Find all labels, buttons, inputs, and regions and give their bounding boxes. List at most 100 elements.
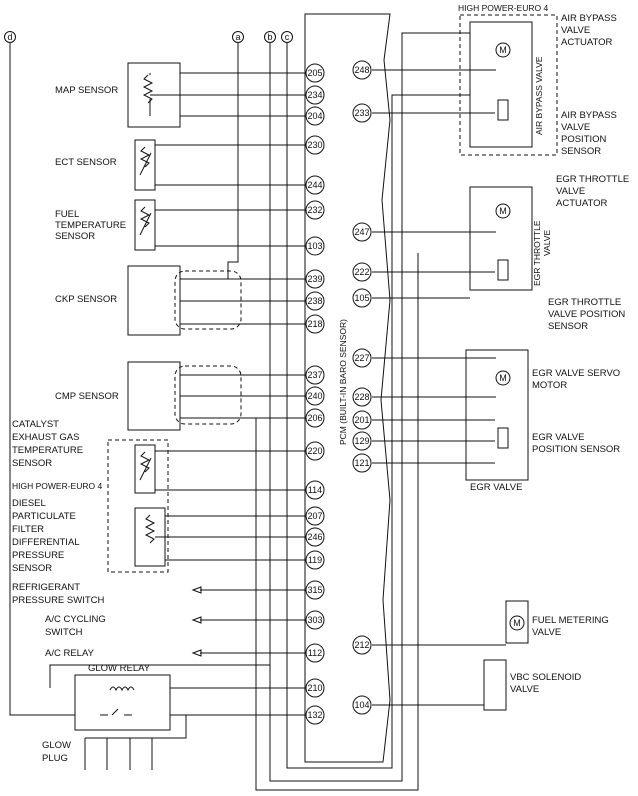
motor-symbol-3: M bbox=[499, 373, 507, 383]
bus-d-label: d bbox=[7, 32, 12, 42]
pcm-left-pin-label: 246 bbox=[307, 532, 322, 542]
pcm-right-pin-label: 233 bbox=[354, 108, 369, 118]
pcm-left-pin-circle bbox=[305, 643, 325, 663]
pcm-right-pin-label: 121 bbox=[354, 458, 369, 468]
high-power-left-label: HIGH POWER-EURO 4 bbox=[12, 481, 102, 491]
pcm-left-pin-label: 114 bbox=[308, 485, 322, 495]
bus-a-label: a bbox=[235, 32, 240, 42]
fuel-temp-line-3: SENSOR bbox=[55, 231, 95, 242]
pcm-right-pin-circle bbox=[352, 431, 372, 451]
glow-relay-box bbox=[74, 674, 171, 731]
pcm-right-pin-circle bbox=[352, 288, 372, 308]
egr-throttle-actuator-line-3: ACTUATOR bbox=[556, 198, 608, 209]
cmp-sensor-label: CMP SENSOR bbox=[55, 391, 119, 402]
ect-sensor-label: ECT SENSOR bbox=[55, 157, 117, 168]
pcm-left-pin-label: 232 bbox=[307, 205, 322, 215]
fuel-temp-line-2: TEMPERATURE bbox=[55, 220, 126, 231]
refrigerant-line-1: REFRIGERANT bbox=[12, 582, 80, 593]
air-bypass-pos-line-1: AIR BYPASS bbox=[561, 110, 617, 121]
bus-c-marker bbox=[281, 31, 293, 43]
pcm-right-pin-circle bbox=[352, 387, 372, 407]
pcm-left-pin-label: 103 bbox=[307, 241, 322, 251]
fuel-temp-line-1: FUEL bbox=[55, 209, 79, 220]
pcm-left-pin-circle bbox=[305, 236, 325, 256]
air-bypass-actuator-line-2: VALVE bbox=[561, 25, 590, 36]
fuel-metering-line-1: FUEL METERING bbox=[532, 615, 609, 626]
ac-cycling-line-1: A/C CYCLING bbox=[45, 614, 106, 625]
catalyst-line-1: CATALYST bbox=[12, 419, 59, 430]
pcm-right-pin-circle bbox=[352, 60, 372, 80]
pcm-left-pin-label: 204 bbox=[307, 111, 322, 121]
pcm-right-pin-label: 222 bbox=[354, 267, 369, 277]
air-bypass-pos-line-2: VALVE bbox=[561, 122, 590, 133]
pcm-left-pin-label: 206 bbox=[307, 413, 322, 423]
egr-throttle-pos-line-1: EGR THROTTLE bbox=[548, 297, 621, 308]
ac-cycling-line-2: SWITCH bbox=[45, 627, 83, 638]
pcm-left-pin-circle bbox=[305, 365, 325, 385]
pcm-label: PCM (BUILT-IN BARO SENSOR) bbox=[338, 319, 348, 445]
egr-throttle-pos-line-3: SENSOR bbox=[548, 321, 588, 332]
fuel-metering-line-2: VALVE bbox=[532, 627, 561, 638]
pcm-left-pin-circle bbox=[305, 135, 325, 155]
motor-symbol-4: M bbox=[513, 618, 521, 628]
left-wiring bbox=[49, 62, 306, 770]
pcm-left-pin-label: 210 bbox=[307, 683, 322, 693]
egr-throttle-actuator-line-2: VALVE bbox=[556, 186, 585, 197]
pcm-left-pin-circle bbox=[305, 550, 325, 570]
egr-valve-box bbox=[465, 349, 529, 481]
vbc-solenoid-valve-box bbox=[483, 659, 507, 711]
air-bypass-valve-vertical-label: AIR BYPASS VALVE bbox=[534, 56, 544, 135]
pcm-left-pin-label: 205 bbox=[307, 68, 322, 78]
pcm-left-pin-label: 112 bbox=[308, 648, 322, 658]
pcm-left-pin-label: 315 bbox=[307, 585, 322, 595]
pcm-left-pin-circle bbox=[305, 408, 325, 428]
pcm-right-pin-label: 201 bbox=[354, 415, 369, 425]
dpf-line-2: PARTICULATE bbox=[12, 511, 76, 522]
pcm-left-pin-circle bbox=[305, 63, 325, 83]
pcm-left-pin-circle bbox=[305, 175, 325, 195]
pcm-left-pin-circle bbox=[305, 506, 325, 526]
pcm-left-pin-circle bbox=[305, 705, 325, 725]
air-bypass-actuator-line-1: AIR BYPASS bbox=[561, 13, 617, 24]
pcm-left-pin-label: 240 bbox=[307, 391, 322, 401]
air-bypass-pos-line-4: SENSOR bbox=[561, 146, 601, 157]
bus-a-marker bbox=[232, 31, 244, 43]
pcm-left-pin-label: 207 bbox=[307, 511, 322, 521]
pcm-left-pin-label: 238 bbox=[307, 296, 322, 306]
pcm-left-pin-circle bbox=[305, 386, 325, 406]
motor-symbol-2: M bbox=[499, 206, 507, 216]
left-pin-group: 2052342042302442321032392382182372402062… bbox=[305, 63, 325, 725]
pcm-left-pin-circle bbox=[305, 269, 325, 289]
pcm-right-pin-circle bbox=[352, 695, 372, 715]
egr-throttle-valve-vertical-1: EGR THROTTLE bbox=[532, 220, 542, 286]
motor-symbol-1: M bbox=[499, 45, 507, 55]
egr-throttle-actuator-line-1: EGR THROTTLE bbox=[556, 174, 629, 185]
labels: MAP SENSOR ECT SENSOR FUEL TEMPERATURE S… bbox=[12, 3, 629, 764]
pcm-right-pin-label: 129 bbox=[354, 436, 369, 446]
dpf-line-1: DIESEL bbox=[12, 498, 46, 509]
pcm-left-pin-circle bbox=[305, 85, 325, 105]
pcm-right-pin-label: 228 bbox=[354, 392, 369, 402]
pcm-left-pin-label: 132 bbox=[307, 710, 322, 720]
pcm-left-pin-circle bbox=[305, 610, 325, 630]
pcm-left-pin-circle bbox=[305, 441, 325, 461]
pcm-right-pin-label: 104 bbox=[354, 700, 369, 710]
air-bypass-actuator-line-3: ACTUATOR bbox=[561, 37, 613, 48]
catalyst-line-3: TEMPERATURE bbox=[12, 445, 83, 456]
dpf-line-4: DIFFERENTIAL bbox=[12, 537, 80, 548]
pcm-right-pin-circle bbox=[352, 262, 372, 282]
right-wiring bbox=[372, 14, 558, 711]
pcm-left-pin-circle bbox=[305, 291, 325, 311]
pcm-left-pin-label: 218 bbox=[307, 319, 322, 329]
cmp-sensor-box bbox=[127, 361, 181, 431]
pcm-left-pin-circle bbox=[305, 580, 325, 600]
air-bypass-valve-box bbox=[469, 21, 533, 148]
air-bypass-pos-line-3: POSITION bbox=[561, 134, 607, 145]
pcm-right-pin-label: 212 bbox=[354, 640, 369, 650]
egr-throttle-valve-vertical-2: VALVE bbox=[542, 230, 552, 256]
pcm-left-pin-circle bbox=[305, 314, 325, 334]
pcm-right-pin-circle bbox=[352, 453, 372, 473]
pcm-right-pin-circle bbox=[352, 103, 372, 123]
